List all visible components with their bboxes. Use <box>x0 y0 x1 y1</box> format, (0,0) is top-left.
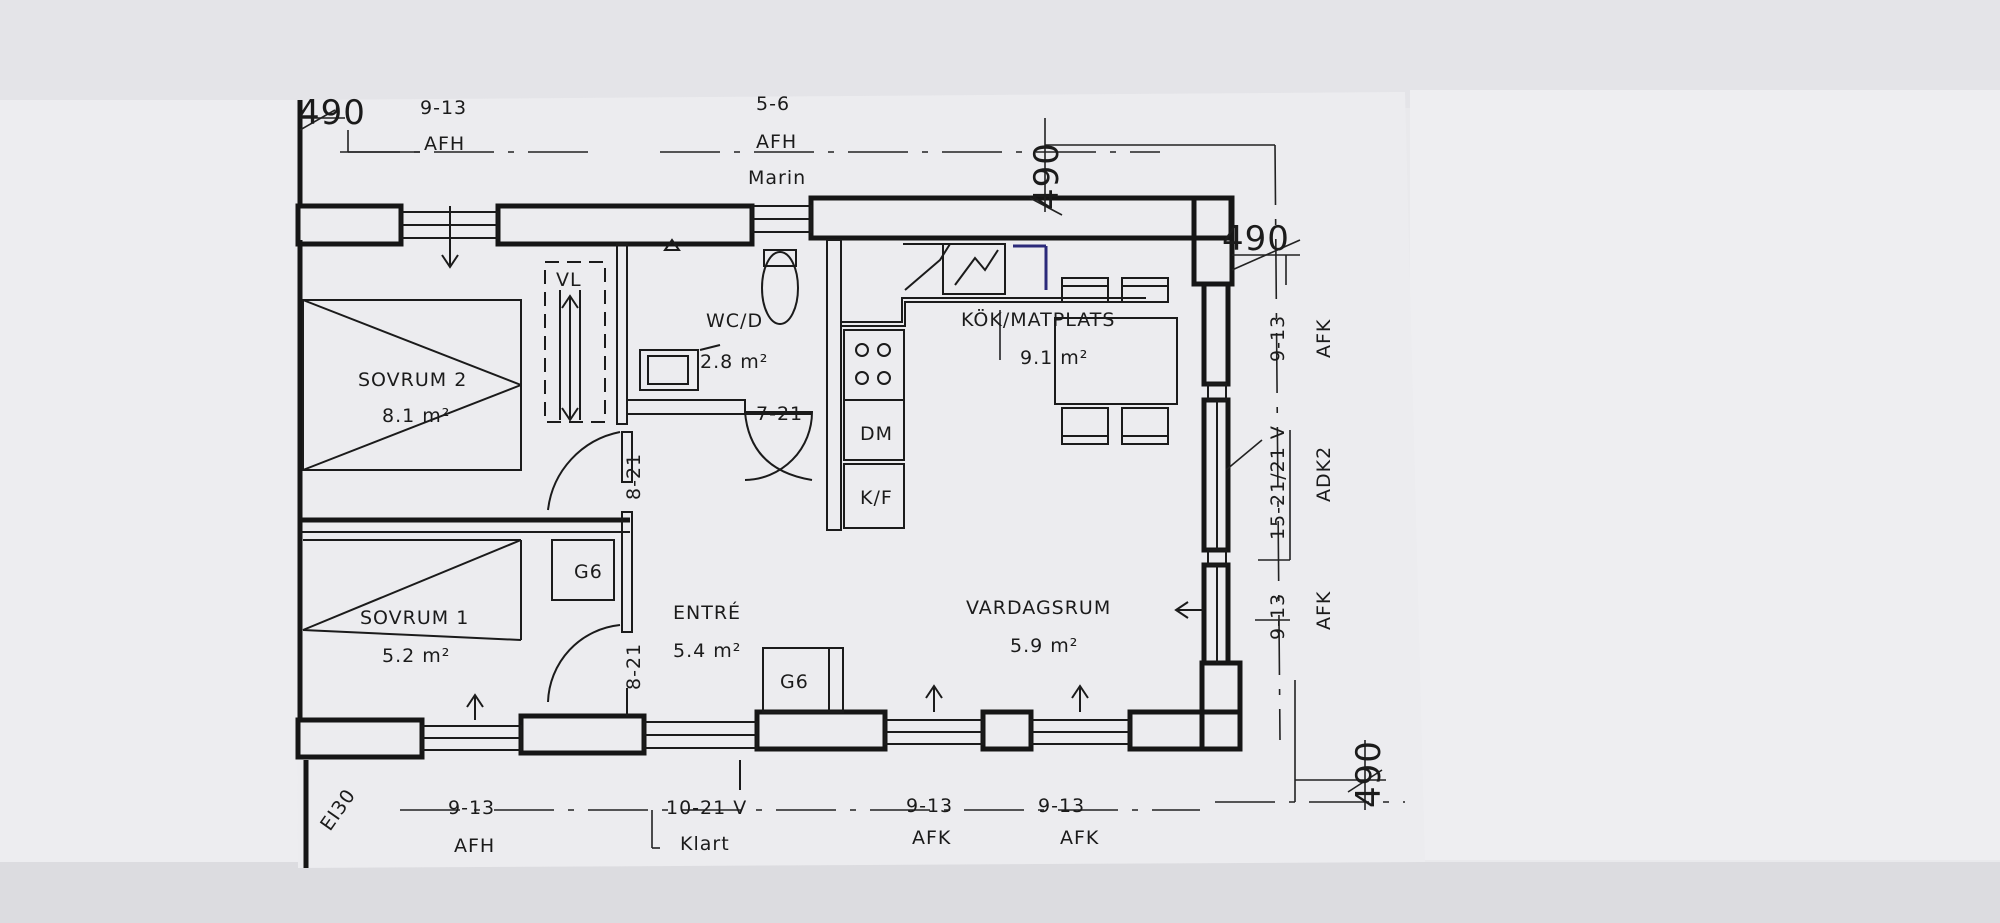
bottom-win3-type: AFK <box>1060 827 1099 849</box>
interior-walls <box>300 239 842 716</box>
top-win2-note: Marin <box>748 167 806 189</box>
back-paper-right <box>1410 90 2000 860</box>
fixture-dm-label: DM <box>860 423 893 445</box>
right-door-size: 15-21/21 V <box>1267 425 1289 540</box>
bottom-win1-type: AFH <box>454 835 495 857</box>
bed-sovrum1 <box>302 539 522 641</box>
right-win2-type: AFK <box>1313 591 1335 630</box>
bottom-door-note: Klart <box>680 833 730 855</box>
right-win1-type: AFK <box>1313 319 1335 358</box>
room-wc-area: 2.8 m² <box>700 351 768 373</box>
wc-fixtures <box>639 238 799 391</box>
room-sovrum2-area: 8.1 m² <box>382 405 450 427</box>
bottom-win2-type: AFK <box>912 827 951 849</box>
top-win2-size: 5-6 <box>756 93 790 115</box>
room-kok-name: KÖK/MATPLATS <box>961 308 1115 331</box>
bottom-win1-size: 9-13 <box>448 797 495 819</box>
room-sovrum2-name: SOVRUM 2 <box>358 369 467 391</box>
room-entre-area: 5.4 m² <box>673 640 741 662</box>
room-entre-name: ENTRÉ <box>673 601 741 624</box>
room-sovrum1-name: SOVRUM 1 <box>360 607 469 629</box>
room-kok-area: 9.1 m² <box>1020 347 1088 369</box>
fixture-g6-a-label: G6 <box>574 561 603 583</box>
bed-sovrum2 <box>302 299 522 471</box>
door-wc-label: 7-21 <box>756 403 803 425</box>
bottom-win2-size: 9-13 <box>906 795 953 817</box>
top-dim-left: 490 <box>298 93 366 133</box>
airflow-arrows <box>441 206 1204 720</box>
dimension-lines <box>299 109 1405 849</box>
top-dim-right: 490 <box>1222 219 1290 259</box>
door-swings <box>547 411 814 703</box>
top-dim-mid: 490 <box>1027 142 1067 210</box>
fixture-vl-label: VL <box>556 269 582 291</box>
right-win1-size: 9-13 <box>1267 315 1289 362</box>
g6-box-b <box>762 647 844 713</box>
door-sovrum2-label: 8-21 <box>623 453 645 500</box>
wardrobe-vl <box>544 261 606 423</box>
bottom-win3-size: 9-13 <box>1038 795 1085 817</box>
g6-box-a <box>551 539 615 601</box>
room-vardagsrum-area: 5.9 m² <box>1010 635 1078 657</box>
top-win1-size: 9-13 <box>420 97 467 119</box>
back-paper-bottom <box>0 862 2000 923</box>
back-paper-left <box>0 100 300 870</box>
bottom-dim: 490 <box>1349 740 1389 808</box>
room-wc-name: WC/D <box>706 310 763 332</box>
room-vardagsrum-name: VARDAGSRUM <box>966 597 1111 619</box>
plan-sheet <box>295 92 1425 868</box>
top-win1-type: AFH <box>424 133 465 155</box>
door-sovrum1-label: 8-21 <box>623 643 645 690</box>
bottom-door-size: 10-21 V <box>666 797 747 819</box>
right-door-type: ADK2 <box>1313 446 1335 502</box>
top-win2-type: AFH <box>756 131 797 153</box>
fixture-g6-b-label: G6 <box>780 671 809 693</box>
fixture-kf-label: K/F <box>860 487 893 509</box>
right-win2-size: 9-13 <box>1267 593 1289 640</box>
kitchen-counter <box>841 243 1146 529</box>
dining-table <box>1054 277 1178 445</box>
room-sovrum1-area: 5.2 m² <box>382 645 450 667</box>
